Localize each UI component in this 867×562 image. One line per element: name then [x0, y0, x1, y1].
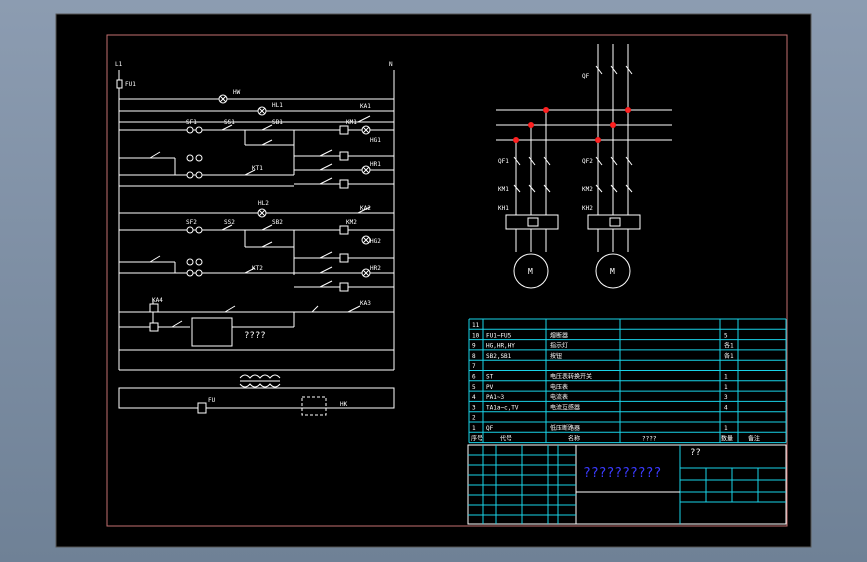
label-qf1: QF1: [498, 158, 509, 165]
parts-row-name: 按钮: [550, 352, 562, 360]
power-circuit: [496, 44, 672, 289]
parts-row-number: 3: [472, 404, 476, 411]
parts-header-note: 备注: [748, 434, 760, 442]
label-km1-power: KM1: [498, 186, 509, 193]
label-l1: L1: [115, 61, 123, 68]
parts-row-code: ST: [486, 374, 494, 381]
parts-header-spec: ????: [642, 435, 657, 442]
parts-row-code: SB2,SB1: [486, 353, 512, 360]
parts-row-qty: 3: [724, 394, 728, 401]
label-sb2: SB2: [272, 219, 283, 226]
bus-junction-dots: [513, 107, 631, 143]
parts-row-name: 电压表: [550, 383, 568, 391]
parts-row-number: 2: [472, 415, 476, 422]
label-ss1: SS1: [224, 119, 235, 126]
label-kh1: KH1: [498, 205, 509, 212]
parts-row-code: TA1a~c,TV: [486, 404, 519, 411]
label-sf1: SF1: [186, 119, 197, 126]
label-hr1: HR1: [370, 161, 381, 168]
parts-row-name: 指示灯: [550, 342, 568, 350]
label-hg1: HG1: [370, 137, 381, 144]
label-kt2: KT2: [252, 265, 263, 272]
parts-row-qty: 各1: [724, 352, 734, 360]
parts-row-name: 电流表: [550, 393, 568, 401]
label-hk: HK: [340, 401, 348, 408]
parts-row-code: QF: [486, 425, 494, 432]
label-qf2: QF2: [582, 158, 593, 165]
label-motor-1: M: [528, 267, 533, 276]
label-hw: HW: [233, 89, 241, 96]
power-circuit-labels: QF QF1 QF2 KM1 KM2 KH1 KH2 M M: [498, 73, 615, 276]
parts-row-number: 11: [472, 322, 480, 329]
parts-row-qty: 1: [724, 374, 728, 381]
drawing-small-mark: ??: [690, 448, 701, 458]
label-sb1: SB1: [272, 119, 283, 126]
label-km1: KM1: [346, 119, 357, 126]
drawing-title: ??????????: [583, 466, 661, 481]
label-hr2: HR2: [370, 265, 381, 272]
parts-row-number: 8: [472, 353, 476, 360]
parts-row-number: 1: [472, 425, 476, 432]
parts-row-number: 10: [472, 332, 480, 339]
label-fu1: FU1: [125, 81, 136, 88]
label-ka3: KA3: [360, 300, 371, 307]
drawing-frame: [106, 34, 788, 527]
label-ka1: KA1: [360, 103, 371, 110]
parts-row-name: 低压断路器: [550, 424, 580, 432]
label-km2-power: KM2: [582, 186, 593, 193]
label-kt1: KT1: [252, 165, 263, 172]
parts-row-name: 电流互感器: [550, 403, 580, 411]
parts-row-code: PV: [486, 384, 494, 391]
label-hl1: HL1: [272, 102, 283, 109]
label-ka4: KA4: [152, 297, 163, 304]
label-qf: QF: [582, 73, 590, 80]
parts-row-number: 9: [472, 343, 476, 350]
parts-row-number: 5: [472, 384, 476, 391]
label-hg2: HG2: [370, 238, 381, 245]
label-km2: KM2: [346, 219, 357, 226]
parts-row-code: PA1~3: [486, 394, 504, 401]
parts-row-name: 熔断器: [550, 331, 568, 339]
label-ss2: SS2: [224, 219, 235, 226]
parts-header-qty: 数量: [721, 434, 733, 442]
parts-row-number: 6: [472, 374, 476, 381]
parts-row-qty: 1: [724, 384, 728, 391]
label-motor-2: M: [610, 267, 615, 276]
parts-row-qty: 4: [724, 404, 728, 411]
parts-row-number: 7: [472, 363, 476, 370]
parts-row-code: HG,HR,HY: [486, 343, 515, 350]
parts-header-name: 名称: [568, 434, 580, 442]
parts-row-name: 电压表转换开关: [550, 373, 592, 381]
parts-header-code: 代号: [500, 434, 512, 442]
drawing-sheet: [55, 13, 812, 548]
label-kh2: KH2: [582, 205, 593, 212]
parts-row-number: 4: [472, 394, 476, 401]
parts-row-qty: 各1: [724, 342, 734, 350]
parts-row-qty: 1: [724, 425, 728, 432]
label-fu: FU: [208, 397, 216, 404]
parts-row-qty: 5: [724, 332, 728, 339]
label-ka2: KA2: [360, 205, 371, 212]
label-n: N: [389, 61, 393, 68]
parts-header-no: 序号: [471, 434, 483, 442]
title-block: [467, 444, 787, 525]
parts-row-code: FU1~FU5: [486, 332, 512, 339]
control-circuit-labels: L1 N FU1 HW HL1 KA1 SF1 SS1 SB1 KM1 HG1 …: [115, 61, 393, 408]
label-sf2: SF2: [186, 219, 197, 226]
label-hl2: HL2: [258, 200, 269, 207]
label-unknown-device: ????: [244, 331, 266, 341]
control-circuit: [116, 70, 395, 416]
